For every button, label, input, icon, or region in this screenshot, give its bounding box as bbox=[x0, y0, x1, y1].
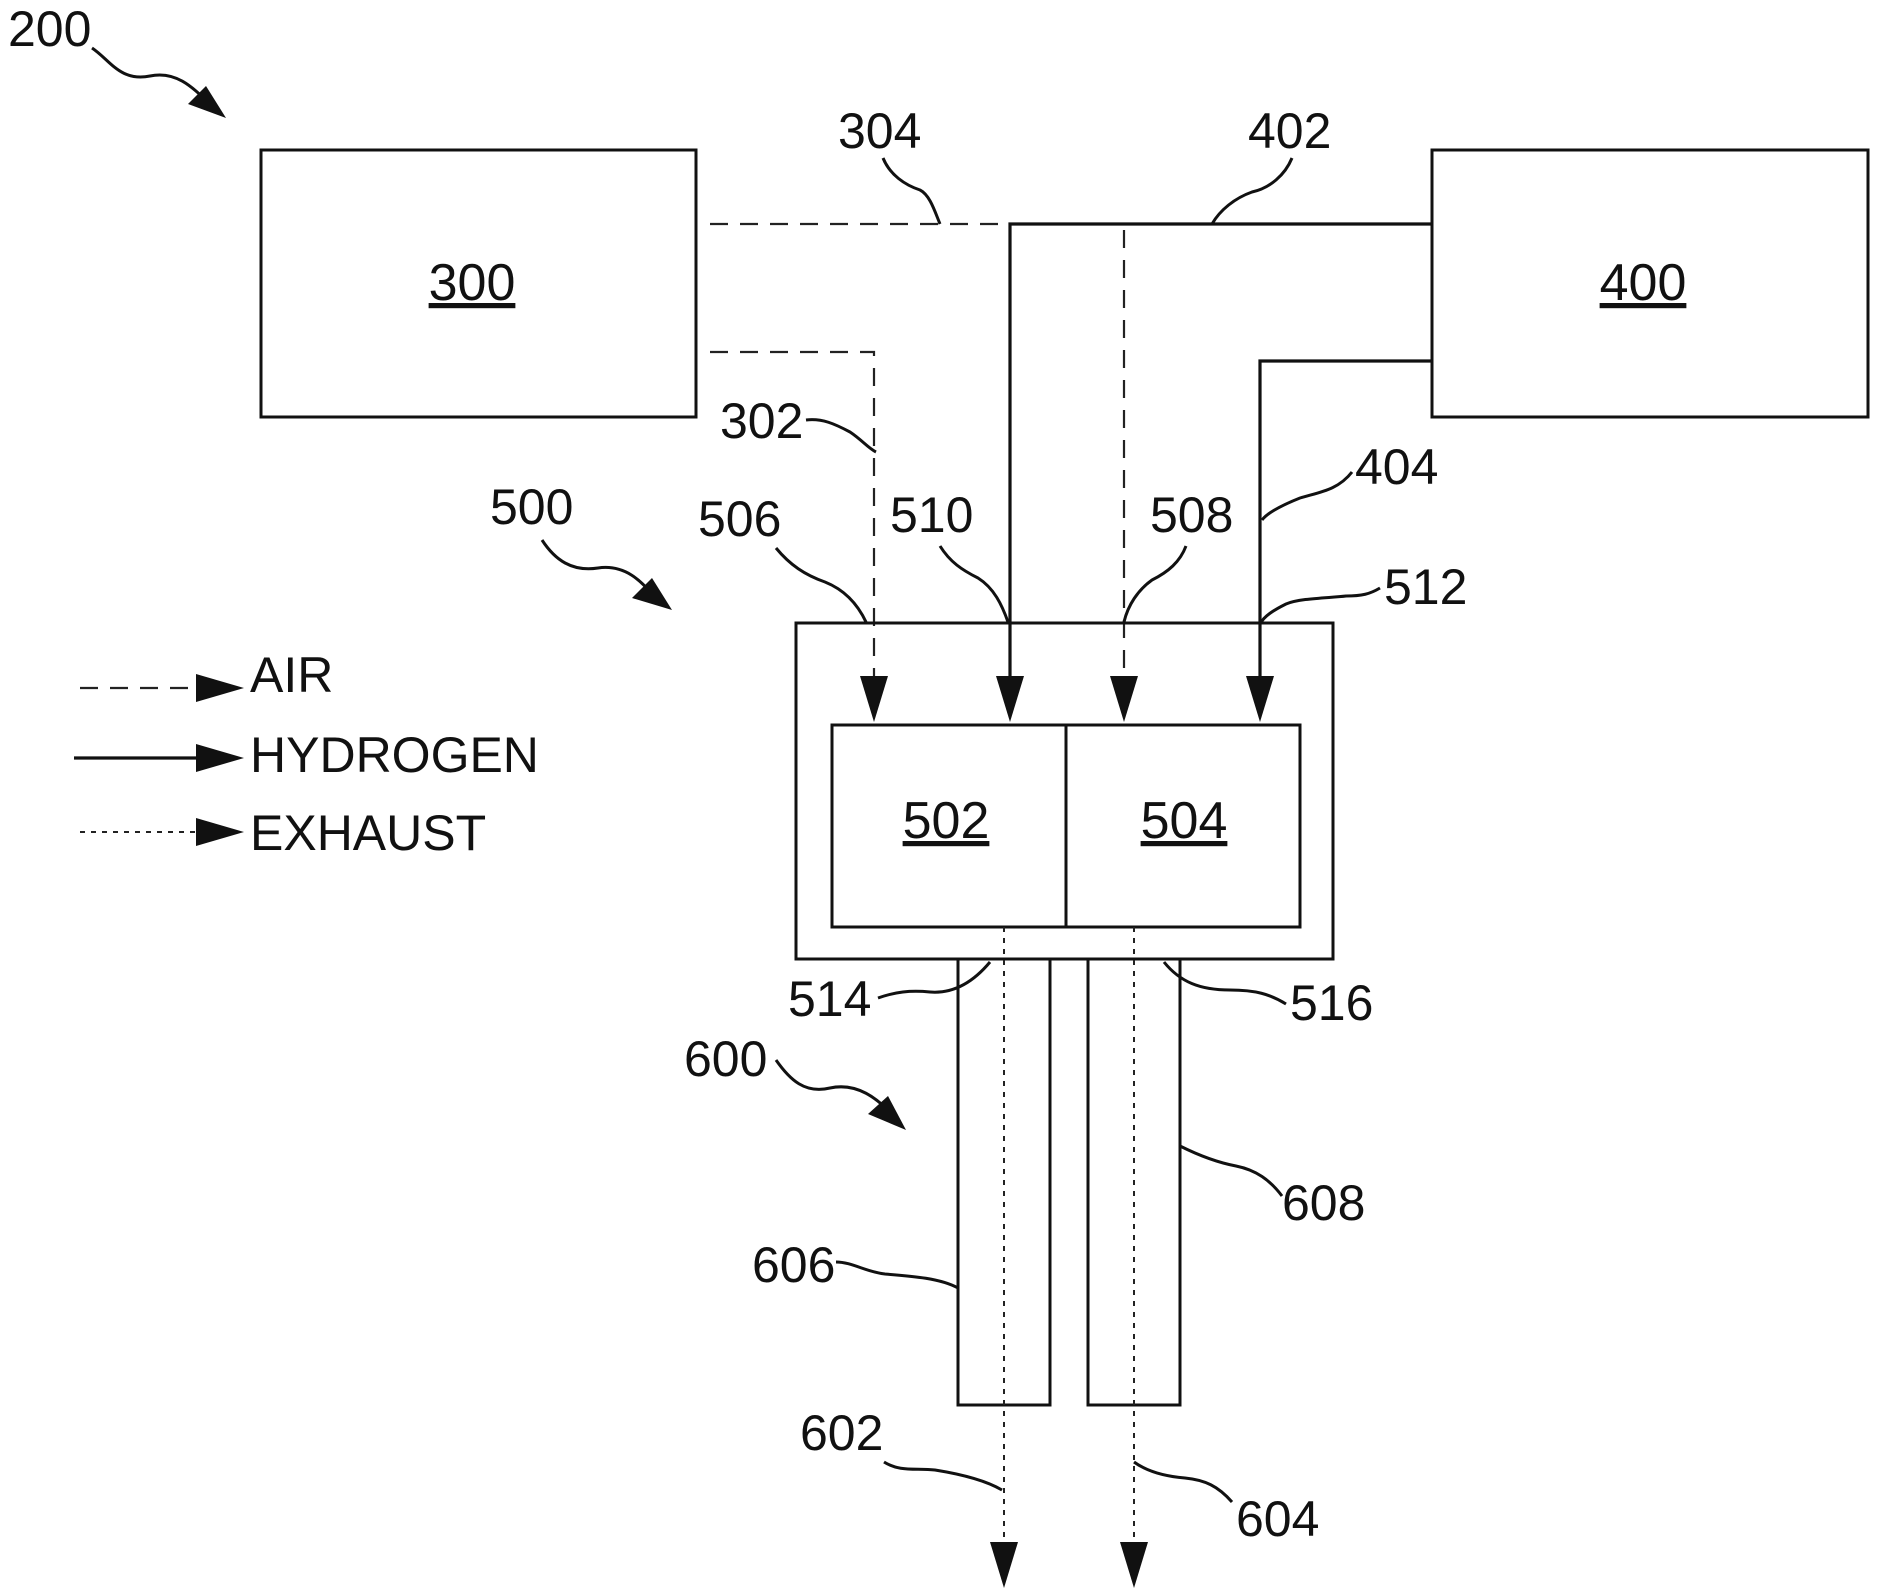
cell-504-label: 504 bbox=[1141, 792, 1228, 850]
ref-510-leader bbox=[940, 546, 1008, 622]
legend: AIR HYDROGEN EXHAUST bbox=[74, 647, 539, 861]
legend-exhaust-label: EXHAUST bbox=[250, 805, 486, 861]
ref-label-600: 600 bbox=[684, 1031, 767, 1087]
legend-air-arrowhead bbox=[196, 674, 244, 702]
ref-label-402: 402 bbox=[1248, 103, 1331, 159]
air-inlet-508-arrowhead bbox=[1110, 676, 1138, 722]
ref-508-leader bbox=[1124, 546, 1186, 622]
ref-514-leader bbox=[878, 962, 990, 998]
block-300-label: 300 bbox=[429, 254, 516, 312]
ref-304-leader bbox=[883, 158, 940, 224]
ref-label-516: 516 bbox=[1290, 975, 1373, 1031]
hydrogen-inlet-510-arrowhead bbox=[996, 676, 1024, 722]
ref-label-512: 512 bbox=[1384, 559, 1467, 615]
ref-606-leader bbox=[836, 1262, 958, 1288]
ref-302-leader bbox=[806, 420, 876, 452]
assembly-600-arrowhead bbox=[868, 1096, 906, 1130]
legend-air-label: AIR bbox=[250, 647, 333, 703]
ref-label-606: 606 bbox=[752, 1237, 835, 1293]
ref-label-304: 304 bbox=[838, 103, 921, 159]
ref-404-leader bbox=[1262, 472, 1352, 520]
ref-label-508: 508 bbox=[1150, 487, 1233, 543]
ref-label-500: 500 bbox=[490, 479, 573, 535]
ref-label-510: 510 bbox=[890, 487, 973, 543]
ref-label-514: 514 bbox=[788, 971, 871, 1027]
system-label-200: 200 bbox=[8, 1, 91, 57]
exhaust-602-arrowhead bbox=[990, 1542, 1018, 1588]
air-line-304 bbox=[710, 224, 1124, 700]
hydrogen-inlet-512-arrowhead bbox=[1246, 676, 1274, 722]
ref-label-302: 302 bbox=[720, 393, 803, 449]
hydrogen-line-404 bbox=[1260, 361, 1432, 700]
legend-hydrogen-label: HYDROGEN bbox=[250, 727, 539, 783]
ref-label-404: 404 bbox=[1355, 439, 1438, 495]
ref-label-506: 506 bbox=[698, 491, 781, 547]
block-400-label: 400 bbox=[1600, 254, 1687, 312]
stack-500-arrowhead bbox=[632, 578, 672, 610]
ref-604-leader bbox=[1134, 1462, 1232, 1502]
ref-402-leader bbox=[1212, 158, 1292, 224]
legend-hydrogen-arrowhead bbox=[196, 744, 244, 772]
ref-label-602: 602 bbox=[800, 1405, 883, 1461]
assembly-600-pointer bbox=[776, 1060, 890, 1112]
ref-label-608: 608 bbox=[1282, 1175, 1365, 1231]
ref-602-leader bbox=[884, 1462, 1002, 1490]
ref-608-leader bbox=[1180, 1146, 1282, 1196]
ref-506-leader bbox=[776, 548, 866, 622]
stack-500-pointer bbox=[542, 540, 652, 594]
ref-label-604: 604 bbox=[1236, 1491, 1319, 1547]
legend-exhaust-arrowhead bbox=[196, 818, 244, 846]
air-inlet-506-arrowhead bbox=[860, 676, 888, 722]
exhaust-604-arrowhead bbox=[1120, 1542, 1148, 1588]
cell-502-label: 502 bbox=[903, 792, 990, 850]
ref-512-leader bbox=[1260, 588, 1380, 624]
ref-516-leader bbox=[1164, 962, 1286, 1004]
